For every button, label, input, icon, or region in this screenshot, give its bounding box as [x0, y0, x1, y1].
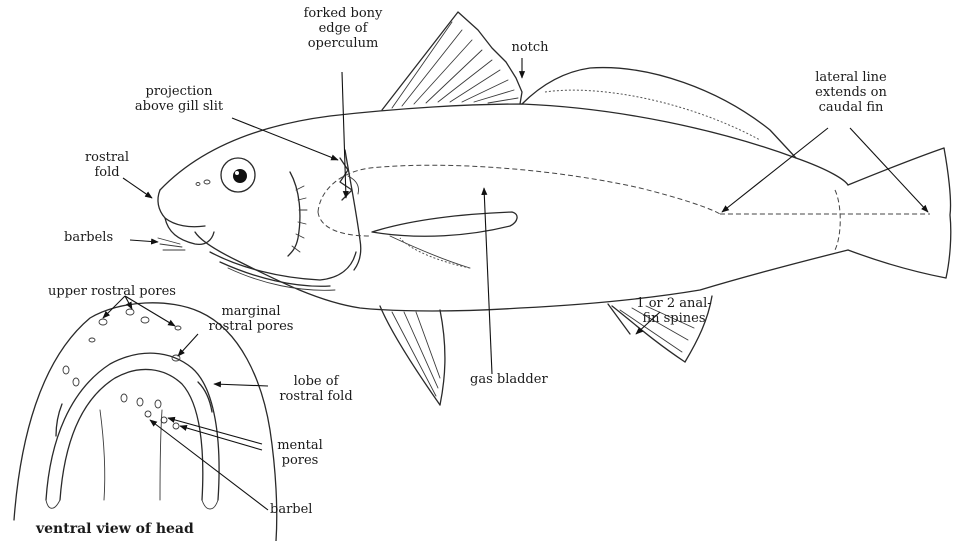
label-ventral-view: ventral view of head: [36, 522, 194, 537]
label-gas-bladder: gas bladder: [470, 372, 548, 387]
label-line: caudal fin: [795, 100, 907, 115]
label-line: extends on: [795, 85, 907, 100]
label-line: mental: [264, 438, 336, 453]
label-line: operculum: [284, 36, 402, 51]
label-barbel: barbel: [270, 502, 312, 517]
label-barbels: barbels: [64, 230, 113, 245]
label-line: barbel: [270, 502, 312, 517]
label-line: projection: [114, 84, 244, 99]
label-anal-fin-spines: 1 or 2 anal- fin spines: [628, 296, 720, 326]
label-line: pores: [264, 453, 336, 468]
label-line: 1 or 2 anal-: [628, 296, 720, 311]
label-line: fold: [78, 165, 136, 180]
label-line: lobe of: [262, 374, 370, 389]
label-line: fin spines: [628, 311, 720, 326]
label-line: ventral view of head: [36, 522, 194, 537]
annotation-arrows: [103, 58, 928, 510]
label-line: rostral: [78, 150, 136, 165]
label-line: upper rostral pores: [48, 284, 176, 299]
label-line: rostral pores: [196, 319, 306, 334]
label-line: forked bony: [284, 6, 402, 21]
pelvic-fin: [380, 306, 445, 405]
label-upper-rostral-pores: upper rostral pores: [48, 284, 176, 299]
fish-head: [158, 150, 361, 290]
label-lateral-line: lateral line extends on caudal fin: [795, 70, 907, 115]
label-line: barbels: [64, 230, 113, 245]
label-notch: notch: [500, 40, 560, 55]
label-line: gas bladder: [470, 372, 548, 387]
label-line: lateral line: [795, 70, 907, 85]
label-mental-pores: mental pores: [264, 438, 336, 468]
label-line: marginal: [196, 304, 306, 319]
spiny-dorsal-fin: [382, 12, 522, 110]
ventral-head-inset: [14, 303, 277, 541]
label-line: edge of: [284, 21, 402, 36]
fish-body: [160, 104, 951, 311]
label-projection: projection above gill slit: [114, 84, 244, 114]
label-rostral-fold: rostral fold: [78, 150, 136, 180]
label-line: rostral fold: [262, 389, 370, 404]
label-line: above gill slit: [114, 99, 244, 114]
label-forked-bony-edge: forked bony edge of operculum: [284, 6, 402, 51]
label-line: notch: [500, 40, 560, 55]
label-lobe-of-rostral-fold: lobe of rostral fold: [262, 374, 370, 404]
label-marginal-rostral-pores: marginal rostral pores: [196, 304, 306, 334]
